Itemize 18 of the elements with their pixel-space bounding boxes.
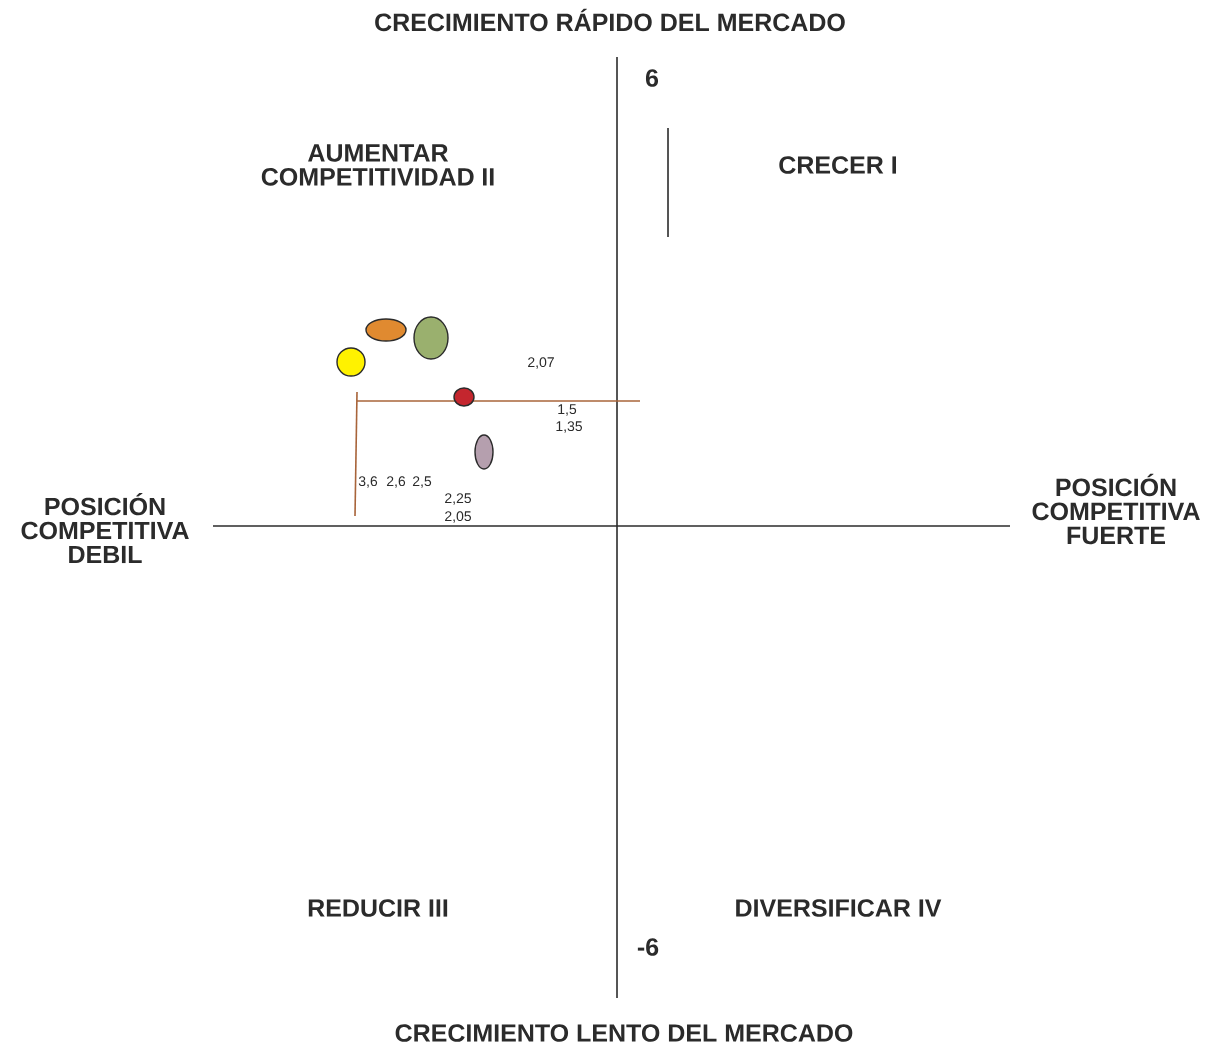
axis-label: POSICIÓN COMPETITIVA FUERTE	[1032, 473, 1200, 545]
axis-label: CRECIMIENTO LENTO DEL MERCADO	[395, 1024, 853, 1042]
quadrant-label: DIVERSIFICAR IV	[736, 899, 942, 917]
value-label: 2,5	[412, 476, 432, 488]
quadrant-label: AUMENTAR COMPETITIVIDAD II	[261, 144, 494, 186]
value-label: 2,6	[386, 476, 406, 488]
value-label: 2,07	[528, 357, 554, 369]
value-label: 2,25	[445, 493, 471, 505]
quadrant-label: REDUCIR III	[308, 899, 448, 917]
axis-label: POSICIÓN COMPETITIVA DEBIL	[21, 492, 189, 564]
axis-label: CRECIMIENTO RÁPIDO DEL MERCADO	[375, 8, 845, 32]
value-label: 1,5	[558, 404, 577, 416]
tick-label: 6	[645, 69, 659, 87]
value-label: 1,35	[556, 421, 582, 433]
value-label: 2,05	[445, 511, 471, 523]
value-label: 3,6	[358, 476, 378, 488]
quadrant-label: CRECER I	[779, 156, 896, 174]
tick-label: -6	[637, 938, 659, 956]
